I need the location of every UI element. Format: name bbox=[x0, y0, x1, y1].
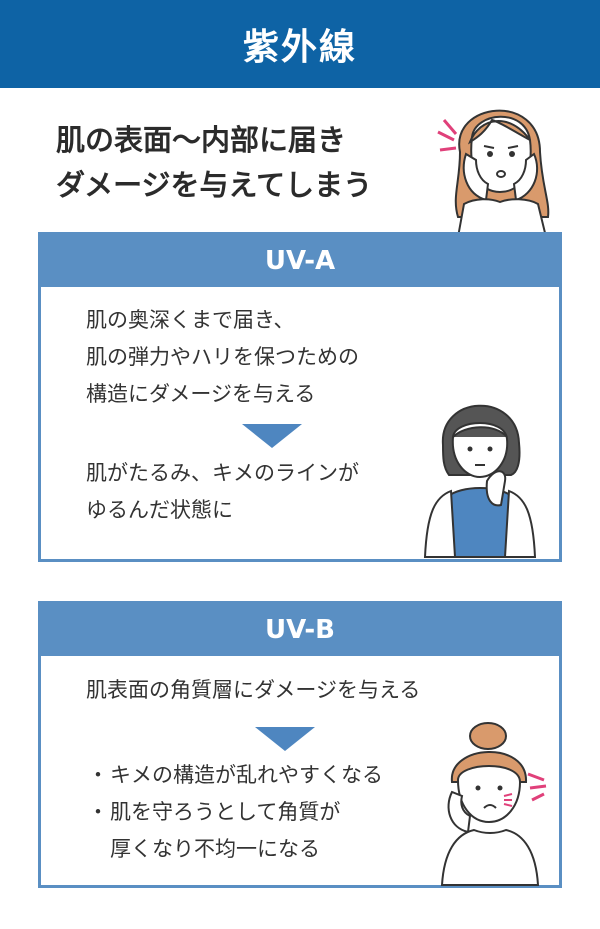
body bbox=[440, 828, 540, 886]
uvb-effect-text: 肌を守ろうとして角質が bbox=[110, 800, 341, 824]
uvb-label: UV-B bbox=[265, 615, 335, 645]
uvb-effect-continuation: 厚くなり不均一になる bbox=[110, 837, 320, 861]
worried-woman-illustration bbox=[437, 109, 550, 238]
uvb-effect-item: ・ キメの構造が乱れやすくなる bbox=[86, 757, 384, 794]
uvb-cause: 肌表面の角質層にダメージを与える bbox=[86, 678, 421, 702]
uva-cause-line: 肌の奥深くまで届き、 bbox=[86, 308, 295, 332]
hair-bun bbox=[469, 722, 507, 750]
uva-cause-line: 構造にダメージを与える bbox=[86, 382, 316, 406]
headline: 肌の表面〜内部に届き ダメージを与えてしまう bbox=[56, 118, 436, 208]
stress-lines bbox=[437, 119, 458, 152]
uva-effect-line: 肌がたるみ、キメのラインが bbox=[86, 461, 359, 485]
uvb-header: UV-B bbox=[41, 604, 559, 656]
hand bbox=[485, 470, 507, 507]
uvb-effects: ・ キメの構造が乱れやすくなる ・ 肌を守ろうとして角質が 厚くなり不均一になる bbox=[86, 757, 384, 868]
uva-header: UV-A bbox=[41, 235, 559, 287]
shirt bbox=[423, 489, 537, 558]
blush bbox=[503, 793, 513, 807]
headline-line-2: ダメージを与えてしまう bbox=[56, 168, 373, 202]
stress-lines bbox=[527, 772, 547, 802]
headline-line-1: 肌の表面〜内部に届き bbox=[56, 123, 347, 157]
uvb-effect-text: キメの構造が乱れやすくなる bbox=[110, 763, 383, 787]
uva-cause-line: 肌の弾力やハリを保つための bbox=[86, 345, 359, 369]
fringe bbox=[467, 118, 531, 145]
face bbox=[456, 765, 522, 824]
title-bar: 紫外線 bbox=[0, 0, 600, 88]
body bbox=[456, 198, 548, 238]
bullet: ・ bbox=[87, 800, 109, 824]
uva-label: UV-A bbox=[264, 246, 336, 276]
thinking-woman-illustration bbox=[423, 404, 537, 558]
uva-cause: 肌の奥深くまで届き、 肌の弾力やハリを保つための 構造にダメージを与える bbox=[86, 302, 359, 413]
page-title: 紫外線 bbox=[242, 27, 357, 68]
uva-effect: 肌がたるみ、キメのラインが ゆるんだ状態に bbox=[86, 455, 359, 529]
hand bbox=[447, 790, 472, 834]
uva-effect-line: ゆるんだ状態に bbox=[86, 498, 233, 522]
bun-woman-illustration bbox=[440, 722, 547, 886]
uvb-down-arrow-icon bbox=[255, 727, 315, 751]
bullet: ・ bbox=[87, 763, 109, 787]
uva-down-arrow-icon bbox=[242, 424, 302, 448]
right-hand bbox=[512, 152, 539, 202]
uvb-effect-item: ・ 肌を守ろうとして角質が bbox=[86, 794, 383, 831]
left-hand bbox=[462, 152, 490, 202]
